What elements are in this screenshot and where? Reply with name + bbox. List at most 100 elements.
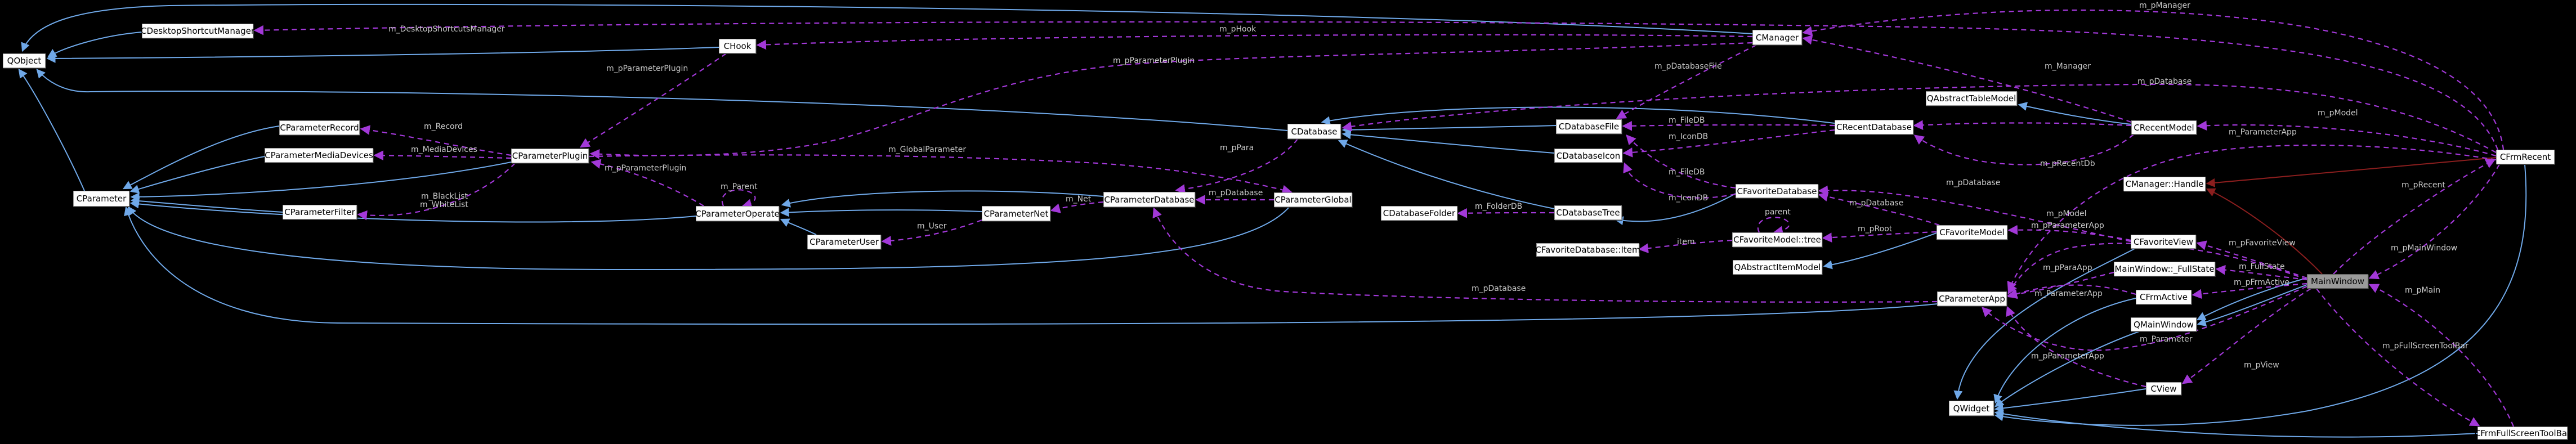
class-node-cfavoritemodel[interactable]: CFavoriteModel: [1937, 225, 2007, 240]
edge-usage: [589, 42, 1753, 159]
edge-label: m_pParameterPlugin: [1113, 56, 1195, 65]
edge-inherit: [122, 125, 280, 190]
edge-label: m_pDatabase: [2137, 77, 2192, 86]
edge-usage: [2181, 288, 2311, 384]
class-node-qobject[interactable]: QObject: [3, 53, 46, 68]
class-node-cfavoritedatabaseitem[interactable]: CFavoriteDatabase::Item: [1535, 243, 1640, 257]
class-node-cmanager[interactable]: CManager: [1752, 30, 1802, 45]
edge-inherit: [2018, 102, 2132, 125]
class-node-crecentdatabase[interactable]: CRecentDatabase: [1835, 120, 1913, 134]
edge-label: m_FullState: [2239, 262, 2285, 271]
edge-usage: [756, 34, 1753, 50]
class-node-qmainwindow[interactable]: QMainWindow: [2131, 317, 2197, 331]
edge-usage: [881, 219, 982, 246]
class-node-cparameteroperate[interactable]: CParameterOperate: [695, 206, 780, 221]
edge-label: m_pMainWindow: [2391, 244, 2458, 253]
edge-label: m_pRecentDb: [2040, 159, 2095, 168]
edge-inherit: [129, 199, 696, 223]
edge-inherit: [130, 162, 512, 201]
class-node-cview[interactable]: CView: [2146, 382, 2181, 395]
class-node-cfavoriteview[interactable]: CFavoriteView: [2131, 235, 2196, 249]
edge-label: m_Net: [1066, 195, 1092, 204]
class-node-cparameterapp[interactable]: CParameterApp: [1937, 291, 2007, 306]
class-node-qwidget[interactable]: QWidget: [1949, 401, 1994, 416]
class-node-cdatabasefolder[interactable]: CDatabaseFolder: [1381, 206, 1457, 221]
class-node-cparameternet[interactable]: CParameterNet: [982, 206, 1050, 221]
edge-label: m_Parent: [721, 182, 758, 191]
class-node-qabstracttablemodel[interactable]: QAbstractTableModel: [1926, 91, 2017, 106]
edge-inherit: [130, 196, 283, 213]
edge-usage: [2333, 159, 2496, 275]
class-node-chook[interactable]: CHook: [719, 39, 756, 53]
class-node-cparameterglobal[interactable]: CParameterGlobal: [1274, 192, 1352, 207]
edge-usage: [253, 21, 2499, 150]
edge-inherit: [1341, 130, 1555, 154]
class-node-cdesktopshortcutmanager[interactable]: CDesktopShortcutManager: [141, 24, 254, 38]
edge-usage: [1818, 185, 2131, 243]
edge-label: m_pDatabase: [1946, 178, 2001, 187]
edge-usage: [1982, 285, 2307, 351]
class-node-crecentmodel[interactable]: CRecentModel: [2131, 120, 2197, 134]
edge-label: m_ParameterApp: [2229, 128, 2297, 137]
edge-label: m_pParaApp: [2043, 263, 2092, 272]
edge-inherit: [1994, 164, 2527, 426]
class-node-cfavoritedatabase[interactable]: CFavoriteDatabase: [1736, 184, 1818, 198]
class-node-qabstractitemmodel[interactable]: QAbstractItemModel: [1733, 260, 1822, 275]
edge-usage: [1822, 231, 1937, 243]
edge-label: m_MediaDevices: [411, 145, 477, 154]
edge-usage: [579, 53, 727, 148]
edge-label: m_pManager: [2139, 1, 2190, 10]
class-node-cdatabasefile[interactable]: CDatabaseFile: [1556, 119, 1622, 134]
class-node-cparameterplugin[interactable]: CParameterPlugin: [511, 149, 589, 163]
edge-inherit: [2197, 284, 2307, 327]
class-node-cparameteruser[interactable]: CParameterUser: [807, 235, 881, 249]
edge-label: m_FileDB: [1669, 168, 1705, 177]
edge-inherit: [47, 32, 142, 58]
class-node-cfrmfullscreentoolbar[interactable]: CFrmFullScreenToolBar: [2475, 427, 2570, 439]
edge-usage: [1802, 9, 2505, 150]
edge-label: m_pFrmActive: [2234, 278, 2290, 287]
class-node-cmanagerhandle[interactable]: CManager::Handle: [2123, 177, 2206, 191]
edge-inherit: [18, 69, 85, 191]
edge-usage: [1626, 134, 1736, 189]
edge-usage: [1152, 207, 1938, 303]
class-node-cparameterdatabase[interactable]: CParameterDatabase: [1103, 192, 1195, 207]
edge-usage: [1175, 138, 1298, 194]
class-node-cfrmactive[interactable]: CFrmActive: [2136, 290, 2192, 304]
edge-inherit: [36, 69, 1288, 131]
edge-inherit: [1321, 106, 1835, 125]
edge-usage: [2006, 306, 2146, 388]
edge-inherit: [1341, 125, 1557, 134]
class-node-mainwindow[interactable]: MainWindow: [2307, 274, 2368, 289]
edge-inherit: [1338, 140, 1555, 209]
edge-usage: [2368, 164, 2500, 280]
class-node-cparameterfilter[interactable]: CParameterFilter: [283, 205, 357, 219]
edge-usage: [2196, 240, 2307, 279]
class-node-cparameter[interactable]: CParameter: [73, 191, 129, 207]
edge-label: m_pMain: [2405, 286, 2440, 295]
edge-usage: [1913, 134, 2134, 165]
class-node-cdatabase[interactable]: CDatabase: [1287, 124, 1341, 139]
edge-usage: [2215, 264, 2307, 281]
edge-label: m_pParameterApp: [2031, 352, 2104, 361]
class-node-cfavoritemodeltree[interactable]: CFavoriteModel::tree: [1732, 232, 1822, 247]
edge-usage: [2007, 284, 2136, 299]
class-node-cdatabasetree[interactable]: CDatabaseTree: [1554, 205, 1622, 220]
class-node-mainwindowfullstate[interactable]: MainWindow::_FullState: [2114, 262, 2215, 276]
edge-label: m_pDatabase: [1209, 189, 1263, 198]
edge-inherit: [46, 47, 719, 63]
edge-label: m_Parameter: [2140, 335, 2193, 344]
edge-label: m_pPara: [1220, 143, 1254, 153]
edge-special: [2206, 157, 2497, 187]
class-node-cparameterrecord[interactable]: CParameterRecord: [279, 120, 360, 135]
edge-inherit: [124, 206, 1938, 325]
edge-usage: [2007, 225, 2131, 241]
edge-label: item: [1677, 237, 1695, 246]
class-node-cparametermediadevices[interactable]: CParameterMediaDevices: [265, 148, 373, 163]
class-node-cfrmrecent[interactable]: CFrmRecent: [2496, 150, 2555, 164]
edge-usage: [373, 150, 512, 160]
edge-usage: [1622, 120, 1835, 131]
class-node-cdatabaseicon[interactable]: CDatabaseIcon: [1554, 149, 1622, 163]
